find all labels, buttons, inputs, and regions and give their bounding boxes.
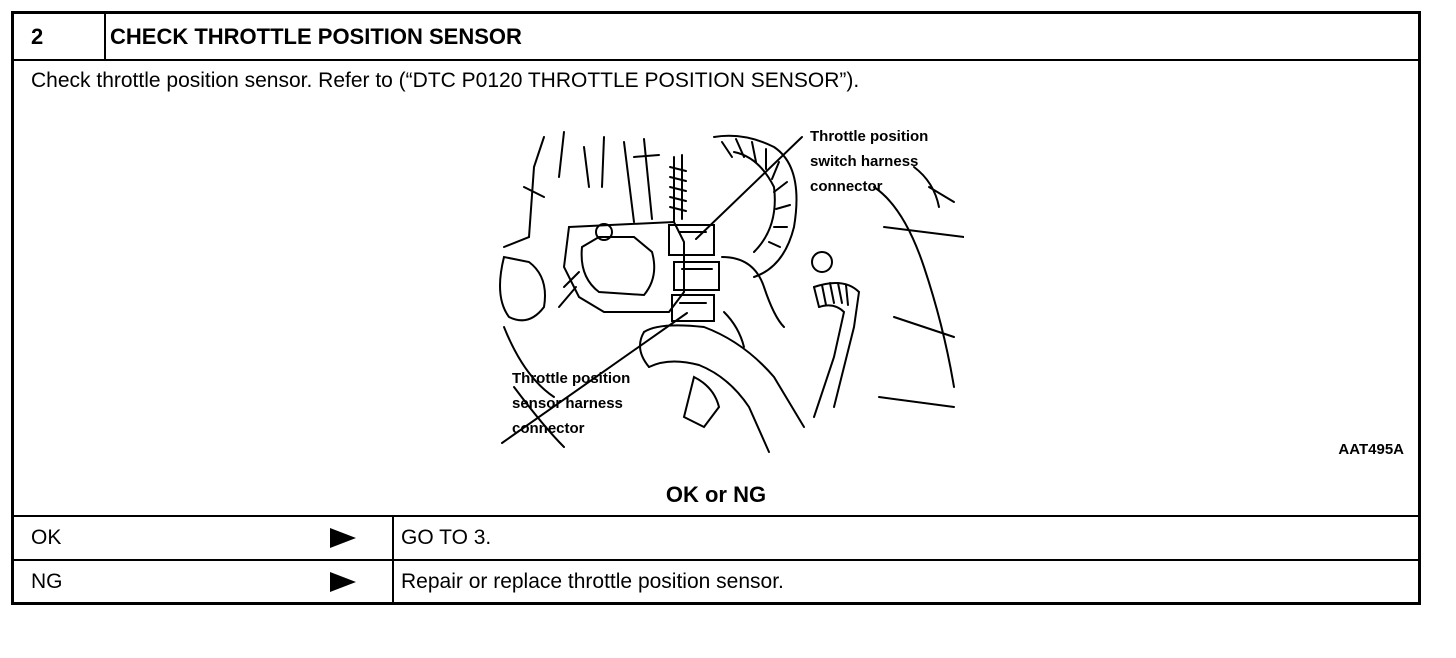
switch-connector-label-1: Throttle position bbox=[810, 128, 928, 145]
result-row-ok: OK GO TO 3. bbox=[14, 517, 1418, 561]
result-action: Repair or replace throttle position sens… bbox=[401, 570, 784, 593]
result-label: NG bbox=[31, 570, 63, 593]
switch-connector-label-2: switch harness bbox=[810, 153, 918, 170]
step-title: CHECK THROTTLE POSITION SENSOR bbox=[110, 24, 522, 49]
sensor-connector-label-2: sensor harness bbox=[512, 395, 623, 412]
result-row-ng: NG Repair or replace throttle position s… bbox=[14, 561, 1418, 605]
result-action: GO TO 3. bbox=[401, 526, 492, 549]
right-arrow-icon bbox=[330, 572, 356, 592]
step-number: 2 bbox=[14, 14, 106, 59]
diagnostic-procedure-table: 2 CHECK THROTTLE POSITION SENSOR Check t… bbox=[11, 11, 1421, 605]
sensor-connector-label-1: Throttle position bbox=[512, 370, 630, 387]
figure-code: AAT495A bbox=[1338, 441, 1404, 458]
step-header: 2 CHECK THROTTLE POSITION SENSOR bbox=[14, 14, 1418, 61]
instruction-text: Check throttle position sensor. Refer to… bbox=[31, 69, 860, 92]
throttle-body-illustration: Throttle position switch harness connect… bbox=[499, 128, 964, 453]
ok-or-ng-question: OK or NG bbox=[665, 482, 767, 507]
step-body: Check throttle position sensor. Refer to… bbox=[14, 61, 1418, 517]
sensor-connector-label-3: connector bbox=[512, 420, 585, 437]
right-arrow-icon bbox=[330, 528, 356, 548]
result-label: OK bbox=[31, 526, 62, 549]
switch-connector-label-3: connector bbox=[810, 178, 883, 195]
